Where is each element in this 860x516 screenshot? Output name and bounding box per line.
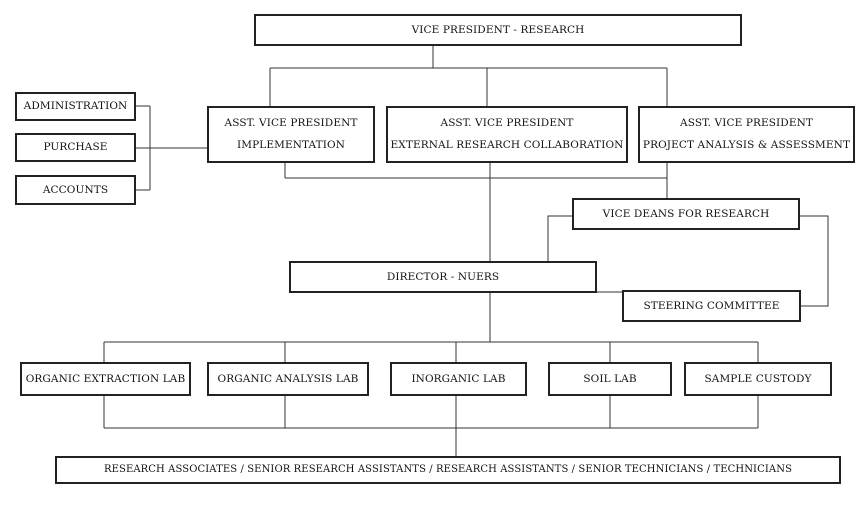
- vp-box: VICE PRESIDENT - RESEARCH: [254, 14, 742, 46]
- avp-project-box: ASST. VICE PRESIDENT PROJECT ANALYSIS & …: [638, 106, 855, 163]
- avp-implementation-box: ASST. VICE PRESIDENT IMPLEMENTATION: [207, 106, 375, 163]
- avp-title: ASST. VICE PRESIDENT: [440, 116, 574, 129]
- lab-sample-custody: SAMPLE CUSTODY: [684, 362, 832, 396]
- staff-box: RESEARCH ASSOCIATES / SENIOR RESEARCH AS…: [55, 456, 841, 484]
- avp-title: ASST. VICE PRESIDENT: [680, 116, 813, 129]
- vice-deans-box: VICE DEANS FOR RESEARCH: [572, 198, 800, 230]
- accounts-box: ACCOUNTS: [15, 175, 136, 205]
- avp-area: PROJECT ANALYSIS & ASSESSMENT: [642, 139, 851, 152]
- lab-organic-extraction: ORGANIC EXTRACTION LAB: [20, 362, 191, 396]
- connector-vd-right: [800, 215, 829, 307]
- lab-inorganic: INORGANIC LAB: [390, 362, 527, 396]
- avp-area: IMPLEMENTATION: [237, 139, 345, 152]
- avp-area: EXTERNAL RESEARCH COLLABORATION: [390, 139, 624, 152]
- lab-soil: SOIL LAB: [548, 362, 672, 396]
- admin-box: ADMINISTRATION: [15, 92, 136, 121]
- purchase-box: PURCHASE: [15, 133, 136, 162]
- avp-title: ASST. VICE PRESIDENT: [224, 116, 358, 129]
- steering-committee-box: STEERING COMMITTEE: [622, 290, 801, 322]
- avp-external-box: ASST. VICE PRESIDENT EXTERNAL RESEARCH C…: [386, 106, 628, 163]
- lab-organic-analysis: ORGANIC ANALYSIS LAB: [207, 362, 369, 396]
- director-box: DIRECTOR - NUERS: [289, 261, 597, 293]
